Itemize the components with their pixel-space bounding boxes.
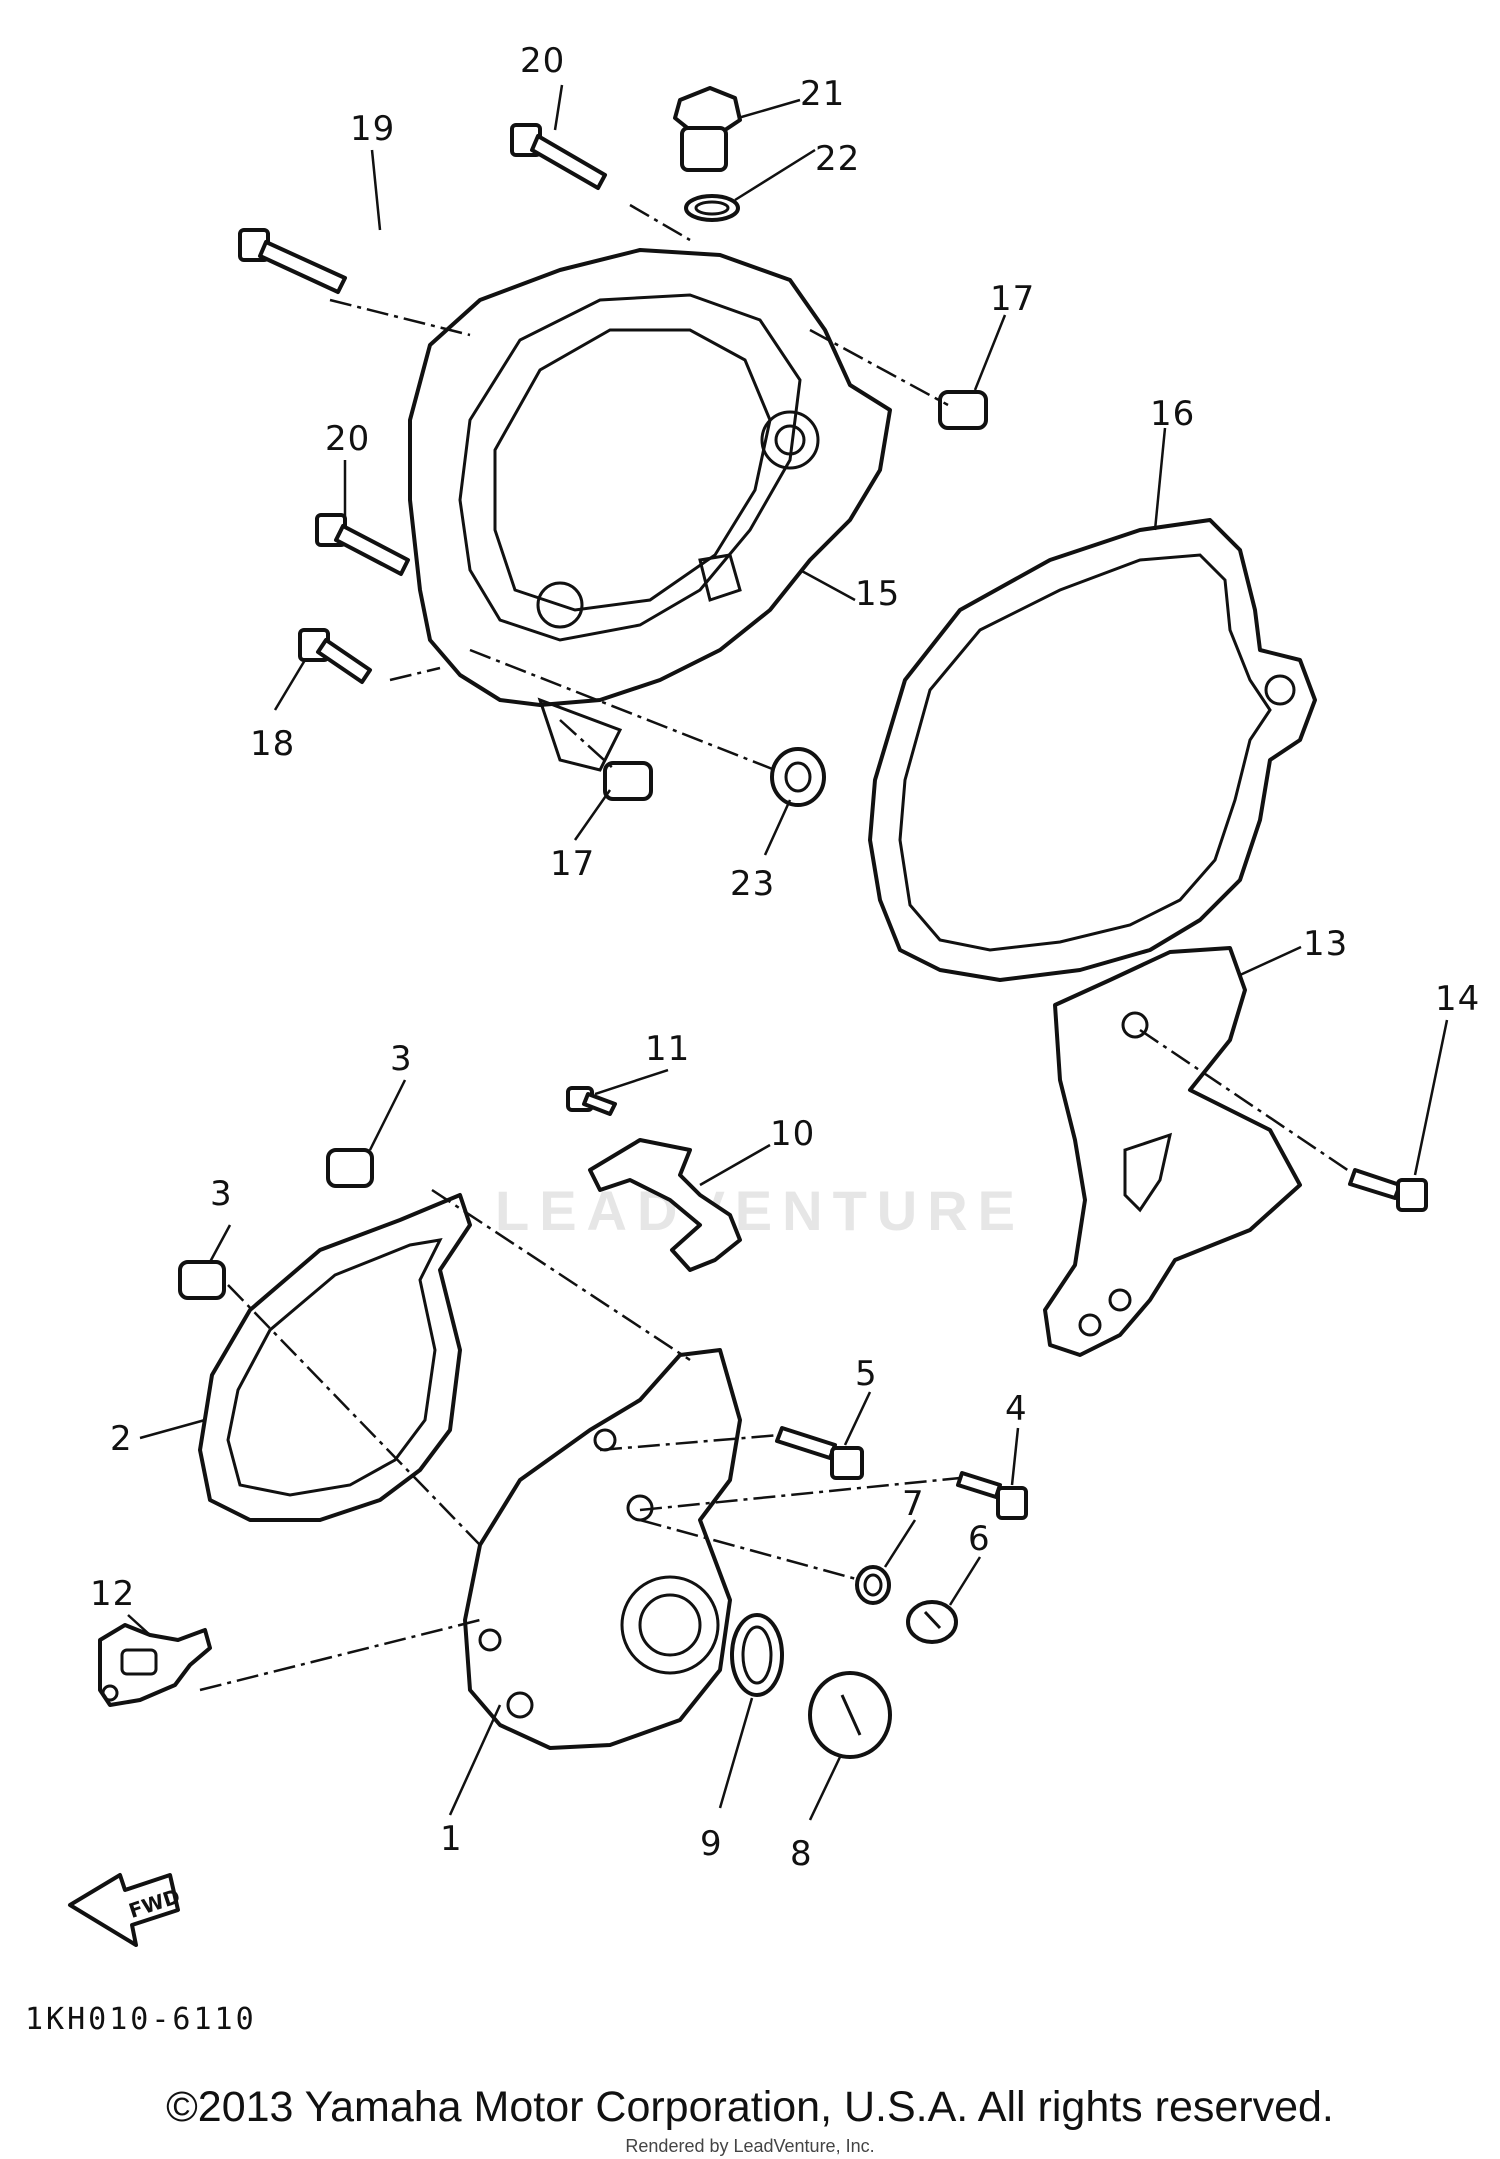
part-15-crankcase-cover[interactable] — [408, 248, 892, 772]
callout-2: 2 — [110, 1419, 133, 1459]
callout-22: 22 — [815, 139, 860, 179]
callout-14: 14 — [1435, 979, 1480, 1019]
callout-7: 7 — [902, 1484, 925, 1524]
callout-12: 12 — [90, 1574, 135, 1614]
callout-20-lower: 20 — [325, 419, 370, 459]
part-3-dowel-upper[interactable] — [326, 1148, 374, 1188]
part-17-dowel-upper[interactable] — [938, 390, 988, 430]
callout-20-upper: 20 — [520, 41, 565, 81]
part-10-clamp[interactable] — [588, 1138, 742, 1272]
callout-19: 19 — [350, 109, 395, 149]
callout-18: 18 — [250, 724, 295, 764]
part-14-bolt[interactable] — [1348, 1168, 1428, 1212]
part-6-plug[interactable] — [906, 1600, 958, 1644]
part-13-sprocket-cover[interactable] — [1043, 946, 1302, 1357]
part-12-cable-guide[interactable] — [98, 1623, 212, 1707]
part-5-bolt[interactable] — [775, 1426, 864, 1480]
part-17-dowel-lower[interactable] — [603, 761, 653, 801]
part-8-plug[interactable] — [808, 1671, 892, 1759]
part-11-screw[interactable] — [566, 1086, 617, 1116]
part-9-o-ring[interactable] — [730, 1613, 784, 1697]
callout-15: 15 — [855, 574, 900, 614]
callout-5: 5 — [855, 1354, 878, 1394]
copyright-notice: ©2013 Yamaha Motor Corporation, U.S.A. A… — [166, 2083, 1334, 2131]
callout-9: 9 — [700, 1824, 723, 1864]
callout-23: 23 — [730, 864, 775, 904]
rendered-by-credit: Rendered by LeadVenture, Inc. — [625, 2136, 875, 2156]
callout-13: 13 — [1303, 924, 1348, 964]
watermark: LEADVENTURE — [495, 1179, 1026, 1242]
part-23-oil-seal[interactable] — [770, 747, 826, 807]
callout-16: 16 — [1150, 394, 1195, 434]
callout-8: 8 — [790, 1834, 813, 1874]
fwd-arrow-icon: FWD — [68, 1873, 183, 1947]
callout-6: 6 — [968, 1519, 991, 1559]
callout-17-upper: 17 — [990, 279, 1035, 319]
callout-21: 21 — [800, 74, 845, 114]
callout-3-upper: 3 — [390, 1039, 413, 1079]
callout-11: 11 — [645, 1029, 690, 1069]
callout-10: 10 — [770, 1114, 815, 1154]
callout-1: 1 — [440, 1819, 463, 1859]
callout-17-lower: 17 — [550, 844, 595, 884]
part-4-bolt[interactable] — [956, 1471, 1028, 1520]
callout-3-lower: 3 — [210, 1174, 233, 1214]
part-7-o-ring[interactable] — [855, 1565, 891, 1605]
part-22-o-ring[interactable] — [684, 194, 740, 222]
part-21-filler-plug[interactable] — [673, 86, 742, 172]
reference-code: 1KH010-6110 — [25, 2002, 257, 2037]
part-19-bolt[interactable] — [238, 228, 347, 294]
callout-4: 4 — [1005, 1389, 1028, 1429]
part-3-dowel-lower[interactable] — [178, 1260, 226, 1300]
part-20-bolt-lower[interactable] — [315, 513, 410, 576]
part-2-gasket[interactable] — [198, 1193, 472, 1522]
part-1-crankcase-cover[interactable] — [463, 1348, 742, 1750]
part-18-bolt[interactable] — [298, 628, 372, 684]
part-20-bolt-upper[interactable] — [510, 123, 607, 190]
part-16-gasket[interactable] — [868, 518, 1317, 982]
